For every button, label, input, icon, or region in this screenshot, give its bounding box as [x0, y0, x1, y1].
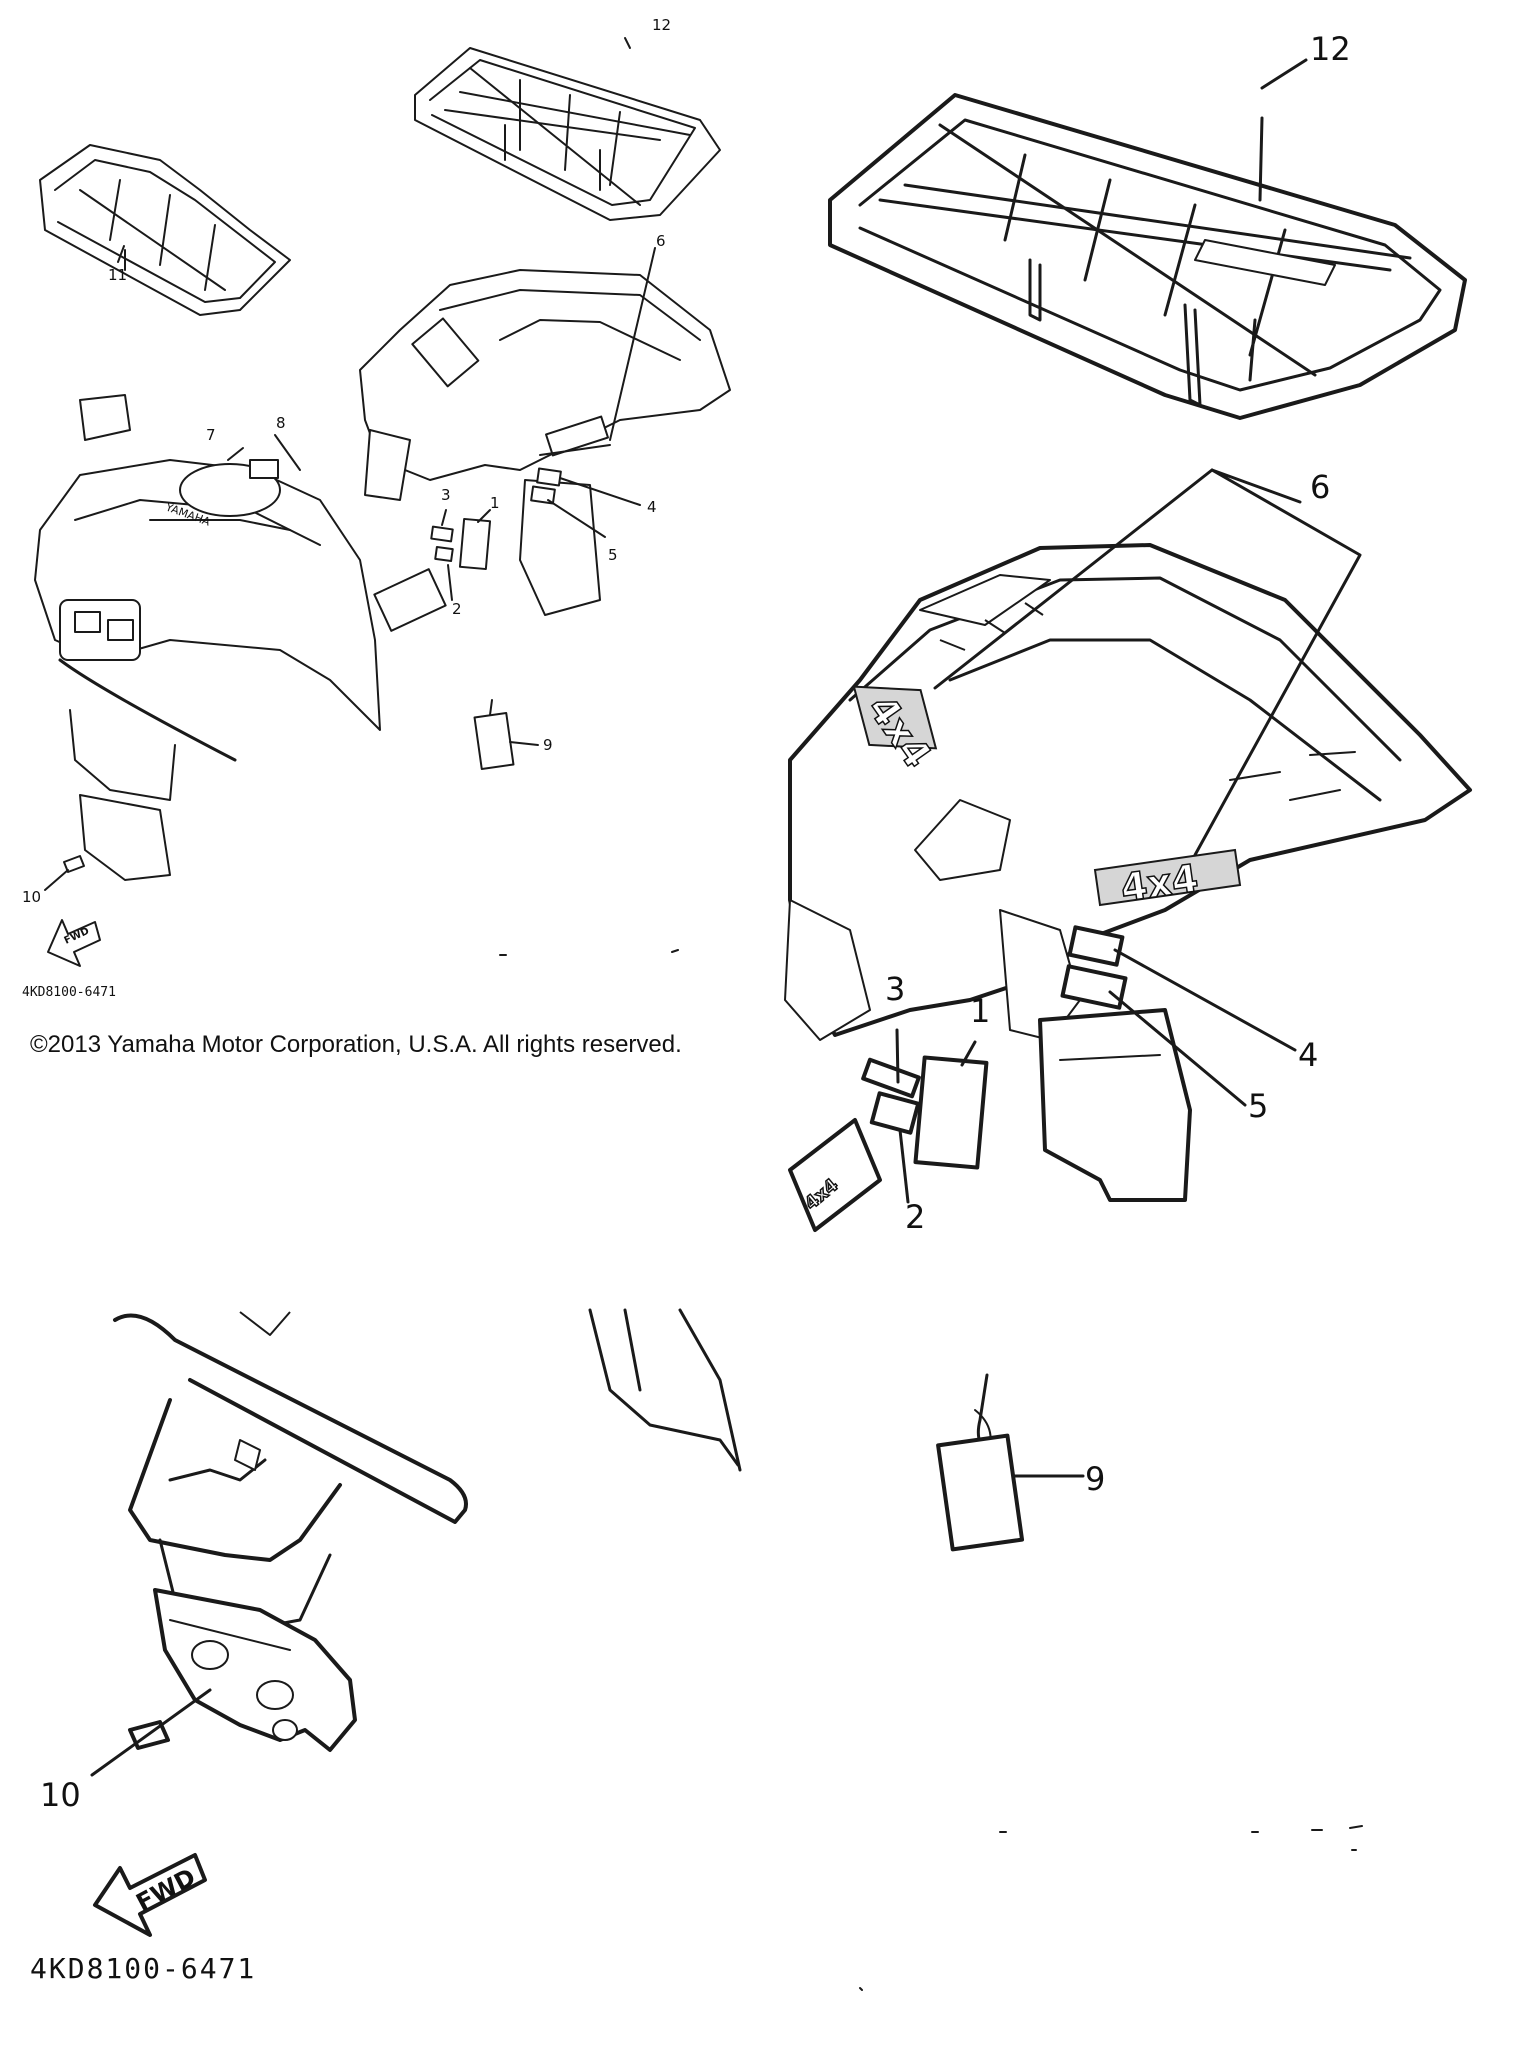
rear-carrier-small	[414, 47, 721, 221]
leader-lines-small	[44, 37, 656, 891]
callout-2-small: 2	[452, 600, 462, 618]
callout-6-small: 6	[656, 232, 666, 250]
callout-12-small: 12	[652, 16, 671, 34]
callout-4-zoom: 4	[1298, 1036, 1318, 1074]
callout-5-zoom: 5	[1248, 1087, 1268, 1125]
drawing-code-zoom: 4KD8100-6471	[30, 1952, 256, 1985]
fwd-arrow-zoom: FWD	[93, 1853, 207, 1937]
front-fender-small: YAMAHA	[34, 394, 381, 731]
copyright-text: ©2013 Yamaha Motor Corporation, U.S.A. A…	[30, 1031, 682, 1058]
scan-marks	[499, 949, 1363, 1991]
callout-10-small: 10	[22, 888, 41, 906]
callout-6-zoom: 6	[1310, 468, 1330, 506]
hang-tag-small	[473, 699, 515, 770]
front-carrier-small	[39, 144, 291, 316]
hang-tag-zoom	[936, 1373, 1025, 1552]
callout-10-zoom: 10	[40, 1776, 81, 1814]
stickers-zoom: 4x4	[788, 1055, 989, 1232]
callout-11-small: 11	[108, 266, 127, 284]
fwd-arrow-small: FWD	[47, 919, 101, 967]
decal-4x4-top: 4x4	[1118, 856, 1201, 910]
front-bumper-zoom	[113, 1308, 742, 1752]
rear-carrier-zoom	[828, 93, 1467, 420]
callout-9-zoom: 9	[1085, 1460, 1105, 1498]
part10-small	[63, 855, 85, 873]
drawing-code-small: 4KD8100-6471	[22, 985, 116, 1000]
callout-1-small: 1	[490, 494, 500, 512]
callout-2-zoom: 2	[905, 1198, 925, 1236]
callout-1-zoom: 1	[970, 992, 990, 1030]
callout-8-small: 8	[276, 414, 286, 432]
callout-3-small: 3	[441, 486, 451, 504]
callout-12-zoom: 12	[1310, 30, 1351, 68]
stickers-small	[373, 467, 562, 632]
rear-fender-small	[359, 269, 731, 616]
callout-7-small: 7	[206, 426, 216, 444]
leader-lines-zoom	[90, 58, 1362, 1777]
front-bumper-small	[58, 658, 237, 881]
callout-9-small: 9	[543, 736, 553, 754]
overview-drawing: YAMAHA	[22, 16, 731, 1000]
callout-5-small: 5	[608, 546, 618, 564]
callout-3-zoom: 3	[885, 970, 905, 1008]
callout-4-small: 4	[647, 498, 657, 516]
